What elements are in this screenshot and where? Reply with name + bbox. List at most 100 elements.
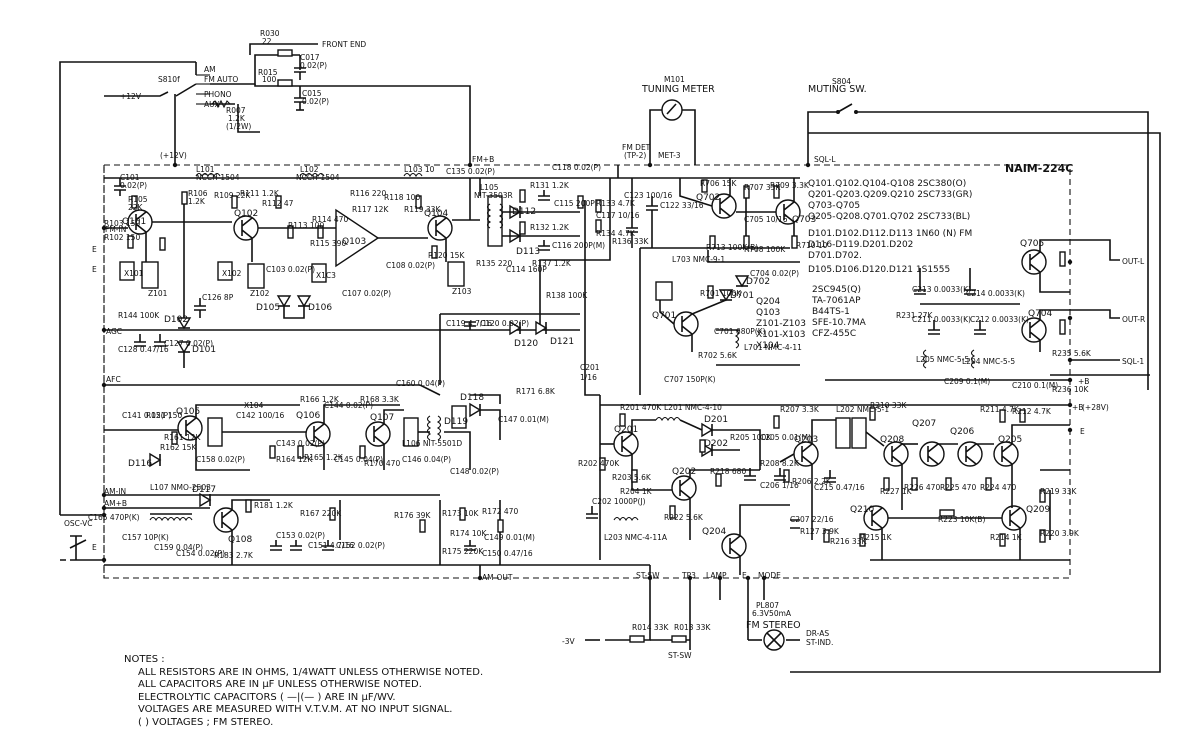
label-l106: L106 NIT-5501D [402,439,462,448]
bom2-3: SFE-10.7MA [812,318,867,328]
label-r138: R138 100K [546,291,588,300]
label-r222: R222 5.6K [664,513,704,522]
term-am-out: AM-OUT [482,573,513,582]
label-d112: D112 [512,207,536,217]
term-out-l: OUT-L [1122,257,1145,266]
label-r181: R181 1.2K [254,501,294,510]
fm-stereo-lamp-ref: PL807 [756,601,779,610]
label-c107: C107 0.02(P) [342,289,391,298]
label-l204: L204 NMC-5-5 [962,357,1015,366]
tuning-meter-ref: M101 [664,75,685,84]
label-c127: C127 0.02(P) [164,339,213,348]
label-c017-val: 0.02(P) [300,61,327,70]
label-c215: C215 0.47/16 [814,483,865,492]
notes-title: NOTES : [124,654,165,665]
term-agc: AGC [106,327,122,336]
bom2-left-2: Z101-Z103 [756,319,806,329]
rails [104,177,1150,566]
label-r170: R170 470 [364,459,400,468]
label-r164: R164 12K [276,455,313,464]
label-c017: C017 [300,53,320,62]
label-d102: D102 [164,315,188,325]
bom2-1: TA-7061AP [811,296,861,306]
label-r708: R708 100K [744,245,786,254]
term-am-in: AM-IN [104,487,126,496]
label-r127: R127 3.9K [800,527,840,536]
term-e-right: E [1080,427,1085,436]
label-c701: C701 680P(K) [714,327,766,336]
label-r131: R131 1.2K [530,181,570,190]
term-mode: MODE [758,571,781,580]
label-r166: R166 1.2K [300,395,340,404]
am-section [60,394,504,580]
label-r116: R116 220 [350,189,386,198]
label-r136: R136 33K [612,237,649,246]
muting-switch [790,103,1161,673]
label-l102-val: NCCH-1504 [296,173,340,182]
label-c201: C201 [580,363,600,372]
label-c015-val: 0.02(P) [302,97,329,106]
label-d113: D113 [516,247,540,257]
selector-fm-auto: FM AUTO [204,75,238,84]
term-met3: MET-3 [658,151,681,160]
label-r162: R162 15K [160,443,197,452]
fm-stereo-label: FM STEREO [746,620,801,631]
label-x103: X1C3 [316,271,336,280]
label-c707: C707 150P(K) [664,375,716,384]
label-r227: R227 1K [880,487,913,496]
label-r111: R111 1.2K [240,189,280,198]
bom2-0: 2SC945(Q) [812,285,861,295]
label-r176: R176 39K [394,511,431,520]
label-r119: R119 33K [404,205,441,214]
label-r707: R707 33K [744,183,781,192]
term-fm-b: FM+B [472,155,494,164]
label-c135: C135 0.02(P) [446,167,495,176]
note-line-0: ALL RESISTORS ARE IN OHMS, 1/4WATT UNLES… [138,666,484,678]
label-c150: C150 0.47/16 [482,549,533,558]
label-r225: R225 470 [940,483,976,492]
supply-plus12: +12V [120,92,142,101]
label-r165: R165 1.2K [304,453,344,462]
label-r013: R013 33K [674,623,711,632]
label-r235: R235 5.6K [1052,349,1092,358]
label-l102: L102 [300,165,319,174]
bom-line-2: Q703-Q705 [808,201,860,211]
label-c213: C213 0.0033(K) [912,285,971,294]
label-q207: Q207 [912,419,936,429]
term-out-r: OUT-R [1122,315,1145,324]
label-r173: R173 10K [442,509,479,518]
notes-block: NOTES : ALL RESISTORS ARE IN OHMS, 1/4WA… [124,654,584,729]
label-c201-val: 1/16 [580,373,597,382]
label-c115: C115 200P [554,199,595,208]
label-q201: Q201 [614,425,638,435]
term-st-ind: ST-IND. [806,638,833,647]
label-r014: R014 33K [632,623,669,632]
label-c205: C205 0.01(M) [760,433,811,442]
label-r144: R144 100K [118,311,160,320]
term-plus-b2: +B [1072,403,1083,412]
label-q203: Q203 [794,435,818,445]
term-am-b: AM+B [104,499,127,508]
selector-ref: S810f [158,75,180,84]
label-c119: C119 4.7/16 [446,319,492,328]
label-r701: R701 100K [700,289,742,298]
label-q204: Q204 [702,527,727,537]
label-r106: R106 [188,189,208,198]
label-r167: R167 220K [300,509,342,518]
label-c158: C158 0.02(P) [196,455,245,464]
label-q205: Q205 [998,435,1022,445]
term-lamp: LAMP [706,571,727,580]
label-r224: R224 470 [980,483,1016,492]
label-r015: R015 [258,68,278,77]
term-minus3v: -3V [562,637,575,646]
label-r117: R117 12K [352,205,389,214]
term-plus-b: +B [1078,377,1089,386]
label-c152: C152 0.02(P) [336,541,385,550]
label-l701: L701 NMC-4-11 [744,343,802,352]
label-q104: Q104 [424,209,449,219]
label-r106-val: 1.2K [188,197,206,206]
label-r236: R236 10K [1052,385,1089,394]
label-c157: C157 10P(K) [122,533,169,542]
label-r007-val: 1.2K [228,114,246,123]
label-d119: D119 [444,417,468,427]
